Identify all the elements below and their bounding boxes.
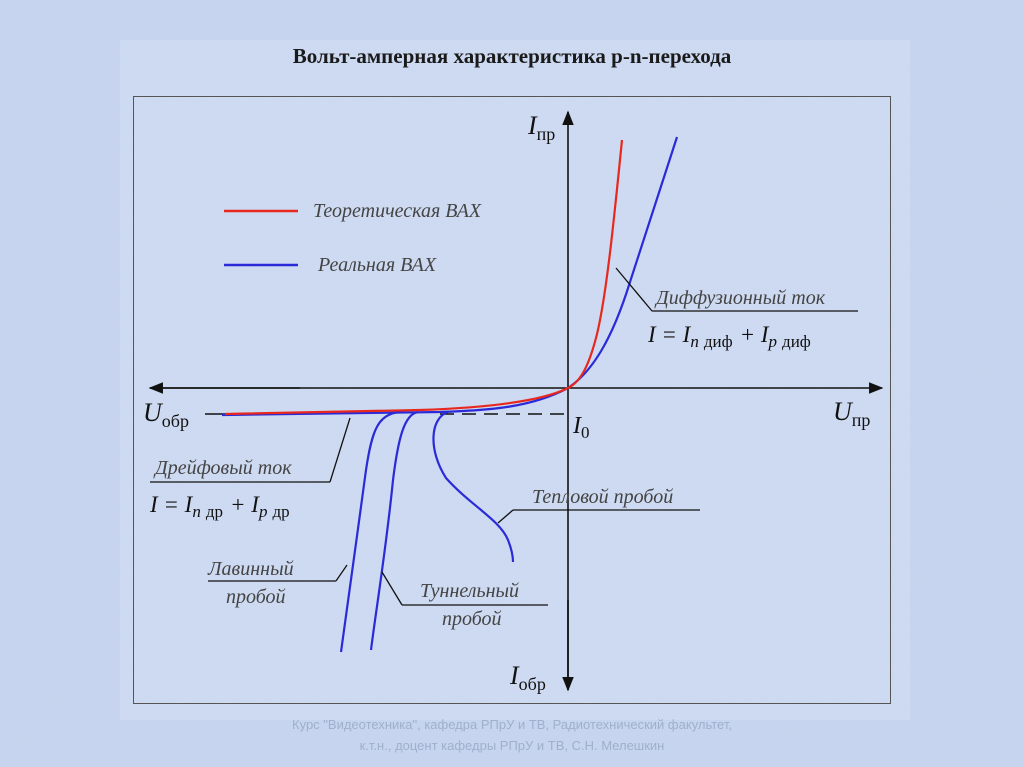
avalanche-label-line1: Лавинный: [207, 558, 294, 580]
diffusion-current-title: Диффузионный ток: [654, 287, 826, 309]
avalanche-leader-line: [335, 564, 348, 582]
tunnel-leader-line: [381, 571, 403, 606]
tunnel-breakdown-curve: [369, 410, 419, 651]
drift-leader-line: [329, 417, 351, 483]
diffusion-leader-line: [615, 267, 653, 312]
footer-line-1: Курс "Видеотехника", кафедра РПрУ и ТВ, …: [292, 717, 732, 732]
legend-real-label: Реальная ВАХ: [317, 254, 437, 276]
u-forward-axis-label: Uпр: [833, 397, 870, 430]
thermal-breakdown-label: Тепловой пробой: [532, 486, 673, 508]
footer-credits: Курс "Видеотехника", кафедра РПрУ и ТВ, …: [0, 714, 1024, 756]
theoretical-iv-curve: [224, 139, 624, 416]
thermal-breakdown-curve: [432, 410, 515, 563]
i-reverse-axis-label: Iобр: [509, 661, 546, 694]
avalanche-label-line2: пробой: [226, 586, 286, 608]
footer-line-2: к.т.н., доцент кафедры РПрУ и ТВ, С.Н. М…: [359, 738, 665, 753]
diagram-title: Вольт-амперная характеристика p-n-перехо…: [292, 44, 732, 68]
tunnel-label-line1: Туннельный: [420, 580, 519, 602]
thermal-leader-line: [497, 509, 514, 524]
tunnel-label-line2: пробой: [442, 608, 502, 630]
diagram-frame: [133, 96, 891, 704]
avalanche-breakdown-curve: [339, 410, 401, 653]
i-forward-axis-label: Iпр: [527, 111, 555, 144]
real-iv-curve: [221, 136, 679, 417]
u-reverse-axis-label: Uобр: [143, 398, 189, 431]
drift-current-title: Дрейфовый ток: [153, 457, 292, 479]
i0-label: I0: [572, 413, 590, 442]
legend-theoretical-label: Теоретическая ВАХ: [313, 200, 482, 222]
